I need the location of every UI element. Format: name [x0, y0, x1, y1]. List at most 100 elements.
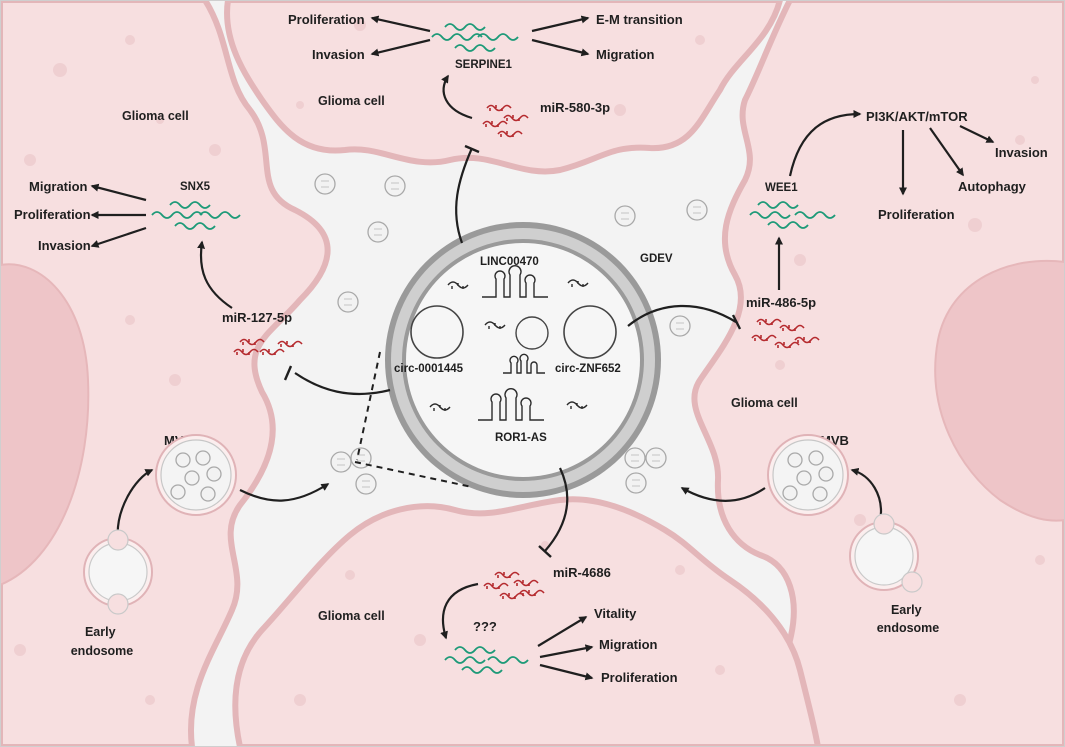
right-early-endosome-icon	[849, 513, 923, 593]
left-endosome-label: Early endosome	[71, 625, 134, 658]
left-cell-nucleus	[0, 263, 90, 587]
output-proliferation: Proliferation	[288, 12, 365, 27]
arrow	[929, 127, 964, 177]
mirna-icon	[567, 279, 589, 287]
output-migration: Migration	[596, 47, 655, 62]
output-migration: Migration	[599, 637, 658, 652]
left-cell-label: Glioma cell	[122, 109, 189, 123]
right-endosome-label-line2: endosome	[877, 621, 940, 635]
vesicle	[384, 175, 406, 197]
arrow	[90, 183, 147, 202]
arrow	[531, 15, 590, 33]
ror-label: ROR1-AS	[495, 432, 547, 444]
bottom-glioma-cell	[232, 496, 822, 747]
mirna-icon	[447, 281, 469, 289]
inhibition-bar	[538, 545, 552, 558]
lnc-label: LINC00470	[480, 256, 539, 268]
zoom-line	[354, 461, 473, 488]
arrow	[370, 15, 431, 33]
vesicle	[624, 447, 646, 469]
mirna-4686-icon	[483, 571, 545, 600]
serpine1-label: SERPINE1	[455, 59, 512, 71]
arrow	[680, 487, 766, 502]
inhibition-line	[544, 467, 569, 552]
wee1-mrna-icon	[749, 201, 836, 229]
vesicle	[337, 291, 359, 313]
arrow	[531, 38, 590, 57]
mir-486-label: miR-486-5p	[746, 295, 816, 310]
zoom-line	[356, 351, 381, 461]
output-em-transition: E-M transition	[596, 12, 683, 27]
inhibition-bar	[283, 365, 293, 381]
mirna-icon	[484, 321, 506, 329]
extracellular-vesicles	[314, 173, 708, 495]
output-proliferation: Proliferation	[878, 207, 955, 222]
snx5-mrna-icon	[151, 201, 241, 230]
arrow	[239, 483, 330, 502]
right-glioma-cell	[691, 0, 1065, 747]
arrow	[197, 240, 233, 309]
cytoplasm-granules	[14, 19, 1045, 706]
right-cell-label: Glioma cell	[731, 396, 798, 410]
right-mvb-icon	[767, 434, 849, 516]
inhibition-bar	[464, 144, 480, 154]
circ-right-label: circ-ZNF652	[555, 363, 621, 375]
arrow	[441, 74, 473, 120]
vesicle	[614, 205, 636, 227]
top-glioma-cell	[224, 0, 784, 175]
circrna-left-circle	[410, 305, 464, 359]
vesicle	[355, 473, 377, 495]
left-glioma-cell	[0, 0, 331, 747]
right-cell-nucleus	[934, 259, 1065, 522]
arrow	[90, 226, 147, 248]
mir-580-label: miR-580-3p	[540, 100, 610, 115]
right-endosome-label-line1: Early	[891, 603, 922, 617]
inhibition-line	[294, 372, 391, 396]
mirna-486-icon	[751, 318, 820, 349]
right-endosome-label: Early endosome	[877, 603, 940, 635]
vesicle	[314, 173, 336, 195]
output-invasion: Invasion	[312, 47, 365, 62]
gdev-label: GDEV	[640, 253, 673, 265]
output-proliferation: Proliferation	[601, 670, 678, 685]
arrow	[788, 110, 862, 177]
arrow	[537, 616, 588, 647]
serpine1-mrna-icon	[431, 23, 519, 52]
circrna-small-circle	[515, 316, 549, 350]
left-early-endosome-icon	[83, 529, 153, 615]
output-proliferation: Proliferation	[14, 207, 91, 222]
lncrna-hairpin-icon	[503, 353, 545, 374]
output-invasion: Invasion	[995, 145, 1048, 160]
output-autophagy: Autophagy	[958, 179, 1027, 194]
vesicle	[686, 199, 708, 221]
vesicle	[645, 447, 667, 469]
vesicle	[669, 315, 691, 337]
output-vitality: Vitality	[594, 606, 637, 621]
mir-4686-label: miR-4686	[553, 565, 611, 580]
pi3k-label: PI3K/AKT/mTOR	[866, 109, 968, 124]
bottom-cell-label: Glioma cell	[318, 609, 385, 623]
mirna-icon	[566, 401, 588, 409]
wee1-label: WEE1	[765, 182, 798, 194]
unknown-mrna-icon	[444, 646, 529, 674]
vesicle	[330, 451, 352, 473]
arrow	[539, 663, 594, 681]
gdev-vesicle: GDEV LINC00470 circ-0001445 circ-ZNF652 …	[385, 222, 673, 498]
top-cell-label: Glioma cell	[318, 94, 385, 108]
mirna-127-icon	[233, 338, 303, 356]
arrow	[539, 644, 594, 659]
left-endosome-label-line2: endosome	[71, 644, 134, 658]
arrow	[440, 582, 479, 640]
vesicle	[625, 472, 647, 494]
inhibition-bar	[731, 314, 742, 330]
left-endosome-label-line1: Early	[85, 625, 116, 639]
arrow	[959, 125, 995, 143]
mir-127-label: miR-127-5p	[222, 310, 292, 325]
arrow	[370, 38, 431, 57]
left-mvb-icon	[155, 434, 237, 516]
output-migration: Migration	[29, 179, 88, 194]
snx5-label: SNX5	[180, 181, 211, 193]
unknown-target-label: ???	[473, 619, 497, 634]
mirna-580-icon	[482, 104, 529, 138]
